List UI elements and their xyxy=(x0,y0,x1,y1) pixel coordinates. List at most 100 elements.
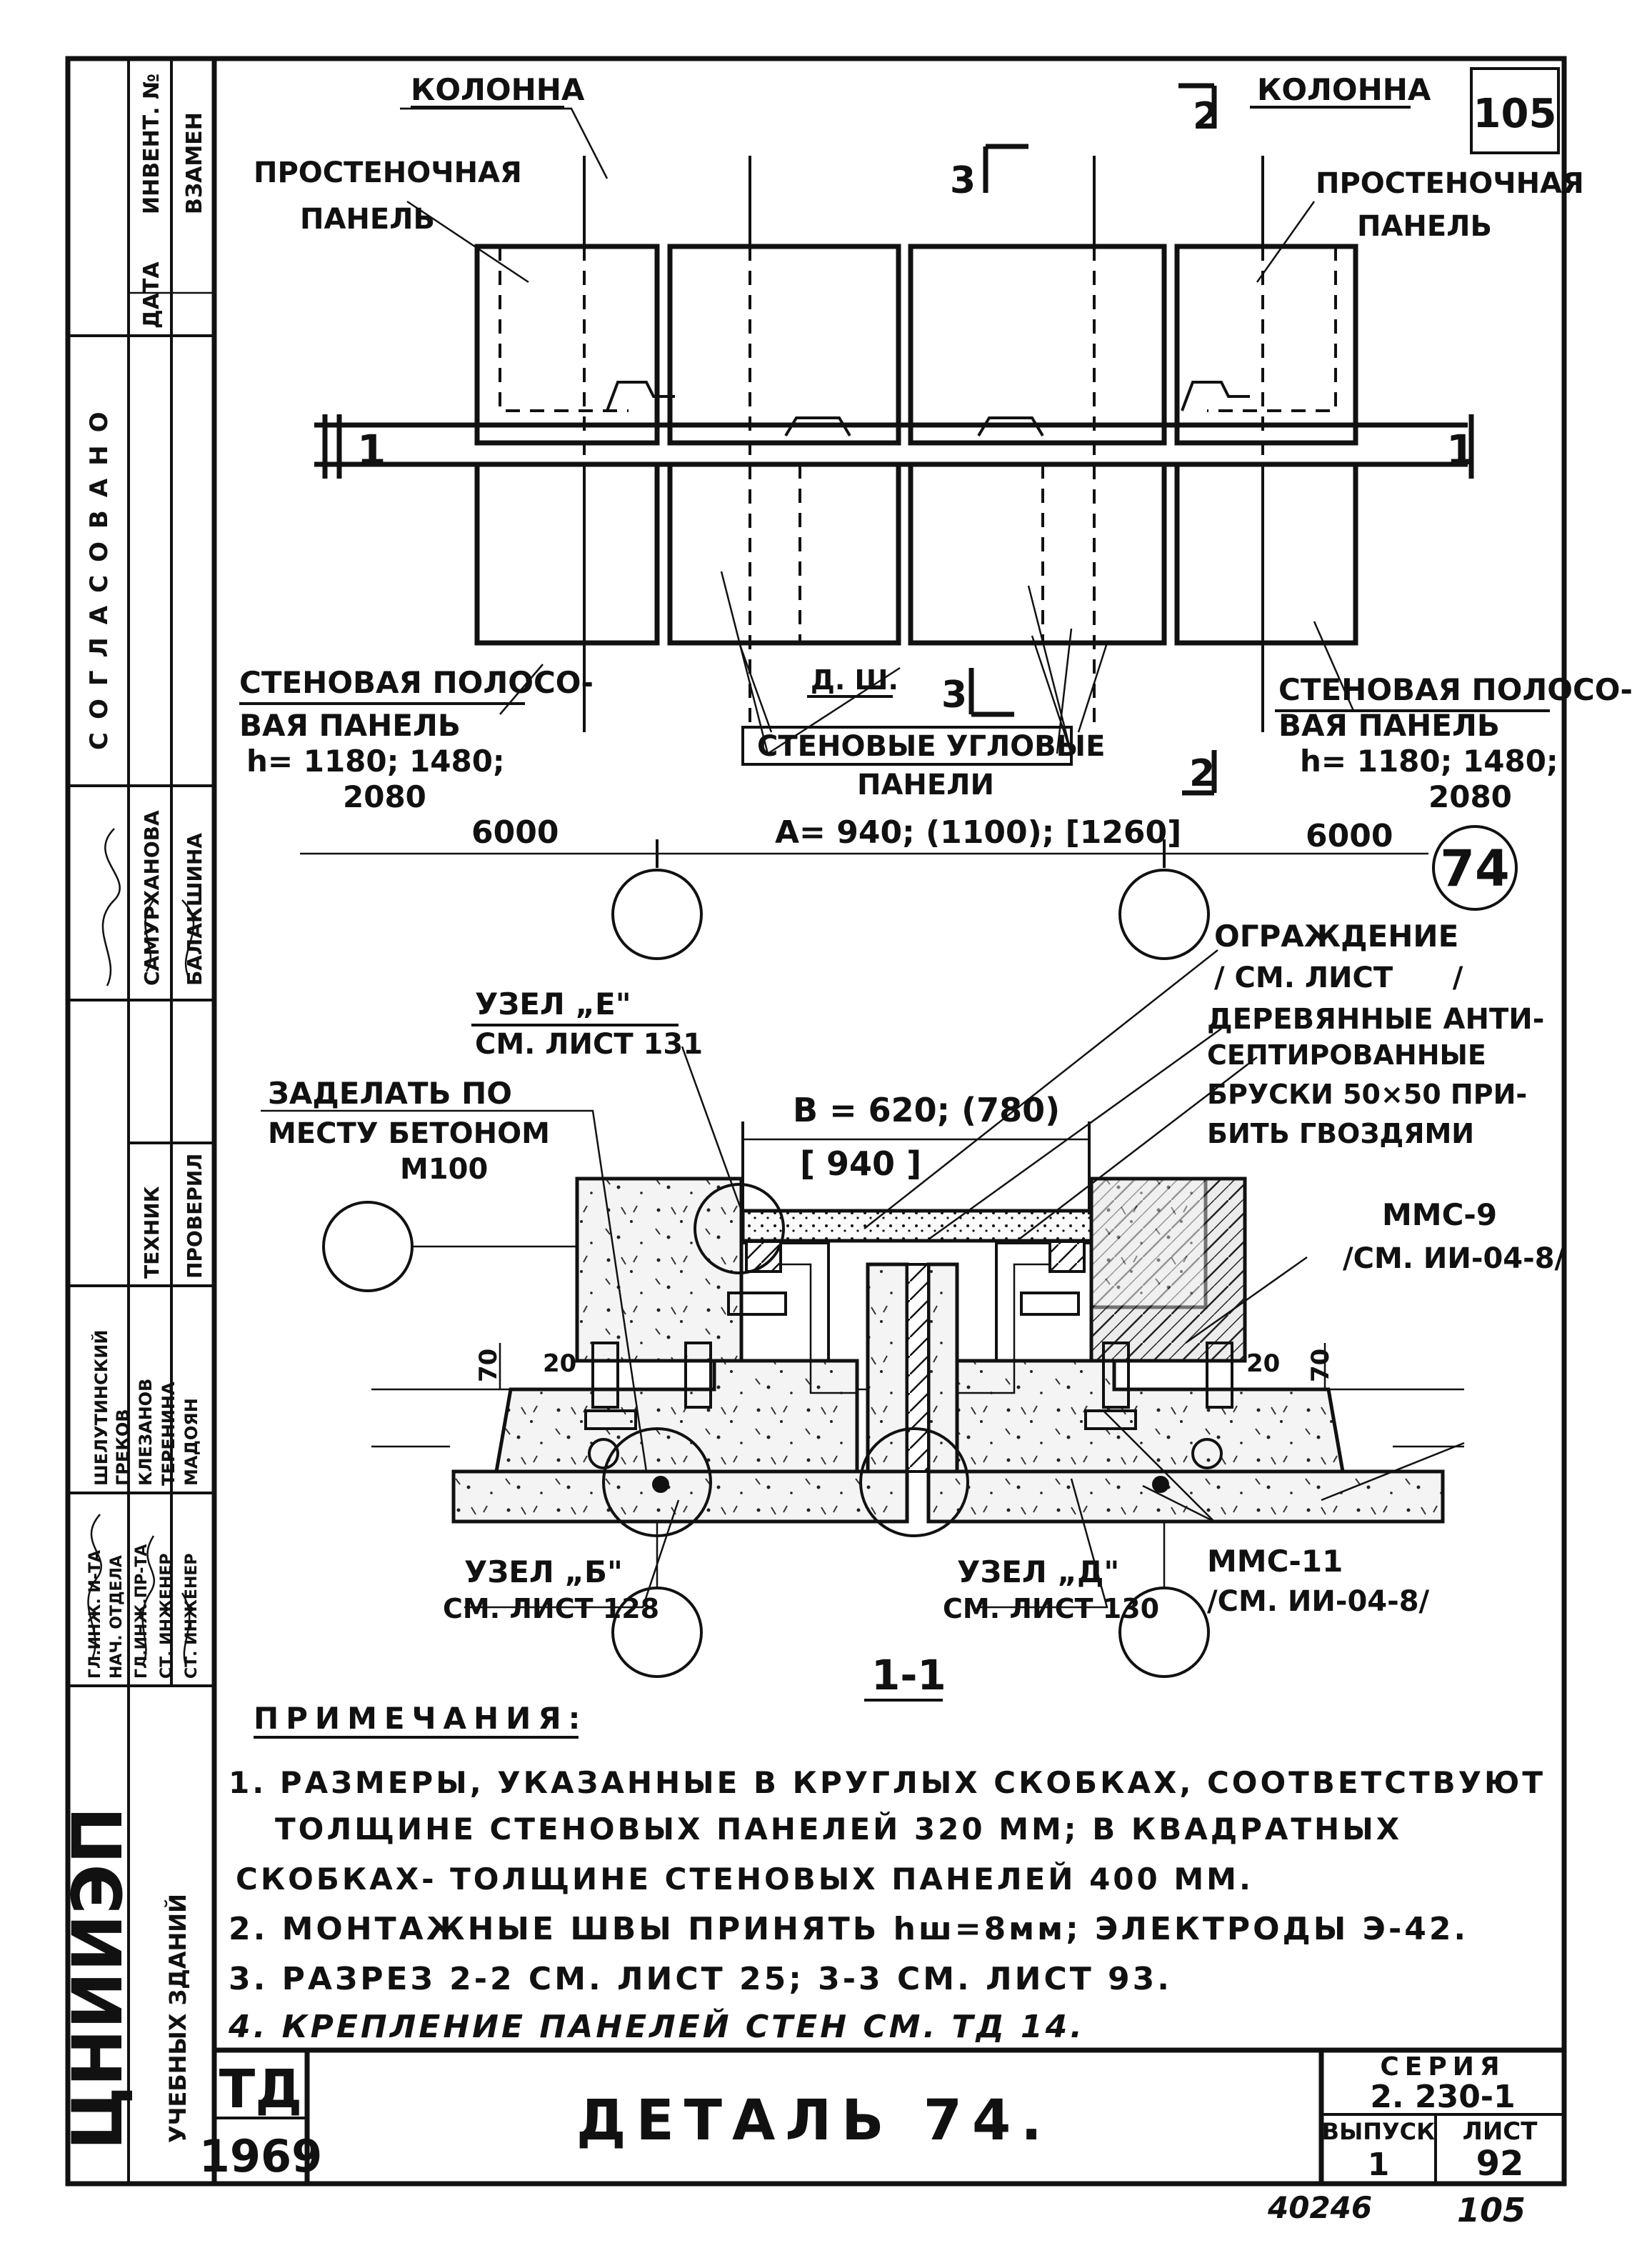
section-axis-bubble-bottom-left xyxy=(611,1587,703,1678)
sheet-label: ЛИСТ xyxy=(1463,2117,1538,2146)
plan-view: 1 1 2 2 3 3 КОЛОННА КОЛОННА ПРОСТЕНОЧНАЯ… xyxy=(239,72,1632,960)
name-3: КЛЕЗАНОВ xyxy=(136,1379,156,1486)
page-number-box xyxy=(1470,67,1560,154)
pier-panel-left-l2: ПАНЕЛЬ xyxy=(300,203,435,236)
role-technician: ТЕХНИК xyxy=(140,1186,164,1279)
issue-value: 1 xyxy=(1368,2147,1390,2183)
wood-bars-l4: БИТЬ ГВОЗДЯМИ xyxy=(1207,1118,1474,1149)
fence-insulation xyxy=(741,1209,1093,1243)
name-4: ТЕРЕНИНА xyxy=(159,1382,179,1486)
fill-concrete-l2: МЕСТУ БЕТОНОМ xyxy=(268,1117,550,1150)
pipe-left xyxy=(588,1438,619,1469)
section-axis-bubble-left xyxy=(322,1201,414,1292)
mmc9-l1: ММС-9 xyxy=(1382,1197,1497,1232)
note-line-4: 2. МОНТАЖНЫЕ ШВЫ ПРИНЯТЬ hш=8мм; ЭЛЕКТРО… xyxy=(229,1911,1468,1947)
width-dim-1: В = 620; (780) xyxy=(793,1091,1060,1129)
section-mark-2-top: 2 xyxy=(1193,95,1218,138)
small-dim-20-left: 20 xyxy=(543,1349,576,1378)
fill-concrete-l1: ЗАДЕЛАТЬ ПО xyxy=(268,1076,512,1111)
sheet-value: 92 xyxy=(1476,2144,1524,2184)
admin-label-inventory: ИНВЕНТ. № xyxy=(139,74,164,214)
notes-block: ПРИМЕЧАНИЯ: 1. РАЗМЕРЫ, УКАЗАННЫЕ В КРУГ… xyxy=(228,1701,1546,2045)
small-dim-20-right: 20 xyxy=(1246,1349,1280,1378)
anchor-left-1 xyxy=(591,1342,619,1409)
role-b-4: СТ. ИНЖЕНЕР xyxy=(158,1553,176,1679)
org-logo: ЦНИИЭП xyxy=(58,1807,138,2150)
strip-panel-left-l3: h= 1180; 1480; xyxy=(246,744,505,779)
center-joint xyxy=(906,1263,930,1473)
org-subtitle: УЧЕБНЫХ ЗДАНИЙ xyxy=(164,1894,191,2143)
pier-panel-right xyxy=(1174,244,1358,446)
small-dim-70-left: 70 xyxy=(474,1349,503,1382)
series-label: СЕРИЯ xyxy=(1380,2052,1505,2082)
admin-label-date: ДАТА xyxy=(139,261,164,329)
note-line-2: ТОЛЩИНЕ СТЕНОВЫХ ПАНЕЛЕЙ 320 ММ; В КВАДР… xyxy=(275,1811,1402,1847)
strip-panel-left-l4: 2080 xyxy=(343,779,426,814)
base-slab-right xyxy=(926,1469,1445,1524)
strip-panel-right-l2: ВАЯ ПАНЕЛЬ xyxy=(1278,708,1500,743)
detail-number-circle xyxy=(1432,825,1518,911)
notes-heading: ПРИМЕЧАНИЯ: xyxy=(254,1701,587,1736)
node-e-l2: СМ. ЛИСТ 131 xyxy=(475,1028,703,1061)
name-1: ШЕЛУТИНСКИЙ xyxy=(91,1330,111,1486)
node-d-l1: УЗЕЛ „Д" xyxy=(957,1554,1119,1589)
name-2: ГРЕКОВ xyxy=(113,1409,133,1486)
mmc9-l2: /СМ. ИИ-04-8/ xyxy=(1343,1242,1566,1275)
pipe-right xyxy=(1191,1438,1223,1469)
role-checked: ПРОВЕРИЛ xyxy=(183,1154,206,1279)
corner-panel-top-2 xyxy=(908,244,1167,446)
strip-panel-left-l2: ВАЯ ПАНЕЛЬ xyxy=(239,708,461,743)
anchor-right-2 xyxy=(1206,1342,1233,1409)
strip-panel-right-l4: 2080 xyxy=(1428,779,1512,814)
corner-panel-top-1 xyxy=(667,244,901,446)
center-post-right xyxy=(926,1262,959,1474)
node-circle-d xyxy=(859,1427,969,1537)
stamp-letters: ТД xyxy=(219,2059,302,2120)
wood-bars-l2: СЕПТИРОВАННЫЕ xyxy=(1207,1039,1486,1071)
note-line-1: 1. РАЗМЕРЫ, УКАЗАННЫЕ В КРУГЛЫХ СКОБКАХ,… xyxy=(229,1765,1546,1800)
role-b-5: СТ. ИНЖЕНЕР xyxy=(183,1553,201,1679)
width-dim-2: [ 940 ] xyxy=(800,1144,921,1183)
title-block: ТД 1969 ДЕТАЛЬ 74. СЕРИЯ 2. 230-1 ВЫПУСК… xyxy=(199,2047,1564,2184)
wood-bar-right xyxy=(1048,1240,1086,1273)
axis-bubble-left xyxy=(611,869,703,960)
name-5: МАДОЯН xyxy=(181,1398,201,1486)
issue-label: ВЫПУСК xyxy=(1322,2118,1436,2145)
pier-panel-left xyxy=(474,244,660,446)
dimension-left: 6000 xyxy=(471,814,559,851)
strip-panel-right xyxy=(1174,461,1358,646)
anchor-right-1 xyxy=(1102,1342,1130,1409)
wood-bars-l1: ДЕРЕВЯННЫЕ АНТИ- xyxy=(1207,1003,1544,1036)
sheet-title: ДЕТАЛЬ 74. xyxy=(576,2089,1052,2153)
node-circle-e xyxy=(694,1183,785,1274)
note-line-3: СКОБКАХ- ТОЛЩИНЕ СТЕНОВЫХ ПАНЕЛЕЙ 400 ММ… xyxy=(236,1861,1253,1897)
pier-panel-right-l1: ПРОСТЕНОЧНАЯ xyxy=(1316,167,1584,200)
role-b-3: ГЛ.ИНЖ.ПР-ТА xyxy=(133,1544,151,1679)
section-mark-3-top: 3 xyxy=(950,159,976,202)
pier-panel-left-l1: ПРОСТЕНОЧНАЯ xyxy=(254,156,522,189)
bottom-page-number: 105 xyxy=(1457,2191,1526,2229)
note-line-5: 3. РАЗРЕЗ 2-2 СМ. ЛИСТ 25; 3-3 СМ. ЛИСТ … xyxy=(229,1961,1172,1997)
mmc11-l1: ММС-11 xyxy=(1207,1544,1343,1579)
admin-label-replace: ВЗАМЕН xyxy=(182,112,207,214)
center-post-left xyxy=(866,1262,909,1474)
column-label-right: КОЛОННА xyxy=(1257,72,1431,107)
strip-panel-left xyxy=(474,461,660,646)
signature-1 xyxy=(101,828,195,986)
corner-panels-l1: СТЕНОВЫЕ УГЛОВЫЕ xyxy=(757,730,1105,763)
strip-panel-right-l1: СТЕНОВАЯ ПОЛОСО- xyxy=(1278,672,1632,707)
axis-bubble-right xyxy=(1118,869,1210,960)
detail-number: 74 xyxy=(1440,839,1509,898)
section-axis-bubble-bottom-right xyxy=(1118,1587,1210,1678)
section-1-1: В = 620; (780) [ 940 ] 20 70 20 70 УЗЕЛ … xyxy=(261,919,1566,1702)
agreed-label: СОГЛАСОВАНО xyxy=(85,399,114,750)
year: 1969 xyxy=(199,2130,323,2182)
role-b-1: ГЛ.ИНЖ. И-ТА xyxy=(86,1550,104,1679)
column-label-left: КОЛОННА xyxy=(411,72,585,107)
series-value: 2. 230-1 xyxy=(1370,2079,1515,2115)
corner-panel-bottom-2 xyxy=(908,461,1167,646)
node-b-l1: УЗЕЛ „Б" xyxy=(464,1554,623,1589)
section-mark-1-right: 1 xyxy=(1446,426,1475,474)
fill-concrete-l3: М100 xyxy=(400,1153,488,1186)
